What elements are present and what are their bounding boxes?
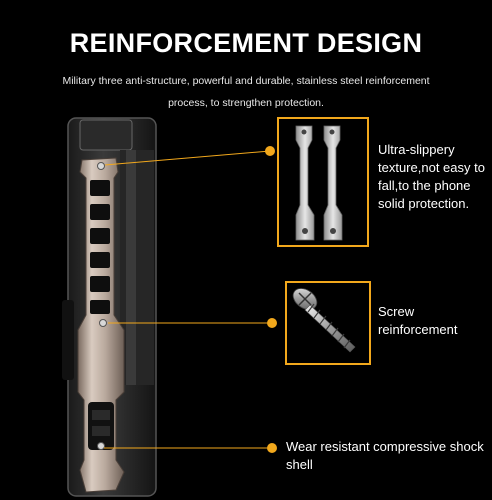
steel-plate-left (295, 125, 315, 241)
callout-steel-plates (104, 117, 369, 247)
callout-text-texture: Ultra-slippery texture,not easy to fall,… (378, 142, 485, 211)
strip-screw-top (97, 162, 105, 170)
callout-text-shell: Wear resistant compressive shock shell (286, 439, 484, 472)
callout-screw (108, 281, 371, 365)
strip-screw-bottom (97, 442, 105, 450)
strip-screw-middle (99, 319, 107, 327)
steel-reinforcement-strip (77, 157, 125, 493)
steel-plate-right (323, 125, 343, 241)
screw-image (292, 288, 356, 353)
button-slots (90, 180, 110, 314)
page-subtitle: Military three anti-structure, powerful … (18, 70, 474, 114)
page-title: REINFORCEMENT DESIGN (69, 28, 423, 58)
callout-text-screw: Screw reinforcement (378, 304, 458, 337)
subtitle-line-1: Military three anti-structure, powerful … (62, 75, 430, 87)
callout-shell (104, 443, 277, 453)
subtitle-line-2: process, to strengthen protection. (168, 97, 324, 109)
